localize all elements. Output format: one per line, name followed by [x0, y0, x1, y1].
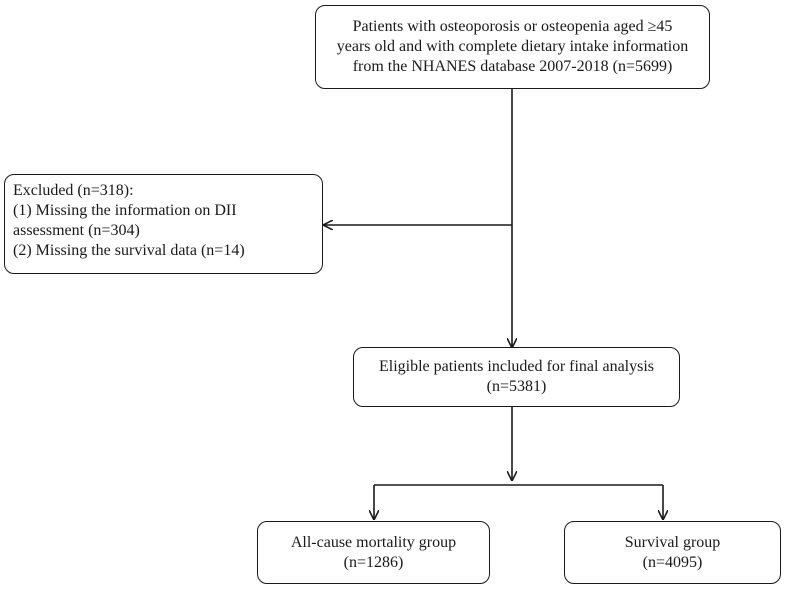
- survival-group-box: Survival group (n=4095): [564, 521, 781, 584]
- eligible-line-2: (n=5381): [486, 378, 547, 395]
- excluded-line-4: (2) Missing the survival data (n=14): [13, 242, 245, 259]
- excluded-line-3: assessment (n=304): [13, 222, 140, 239]
- mortality-line-2: (n=1286): [343, 553, 404, 571]
- survival-line-2: (n=4095): [642, 553, 703, 571]
- survival-line-1: Survival group: [624, 533, 721, 551]
- excluded-line-1: Excluded (n=318):: [13, 182, 134, 199]
- mortality-group-box: All-cause mortality group (n=1286): [257, 521, 490, 584]
- excluded-line-2: (1) Missing the information on DII: [13, 202, 237, 219]
- source-line-3: from the NHANES database 2007-2018 (n=56…: [352, 58, 673, 75]
- eligible-line-1: Eligible patients included for final ana…: [378, 358, 655, 375]
- source-line-1: Patients with osteoporosis or osteopenia…: [352, 18, 673, 35]
- source-line-2: years old and with complete dietary inta…: [336, 38, 689, 55]
- source-population-box: Patients with osteoporosis or osteopenia…: [315, 5, 710, 89]
- excluded-box: Excluded (n=318): (1) Missing the inform…: [4, 174, 323, 274]
- eligible-box: Eligible patients included for final ana…: [353, 347, 680, 407]
- mortality-line-1: All-cause mortality group: [290, 533, 457, 551]
